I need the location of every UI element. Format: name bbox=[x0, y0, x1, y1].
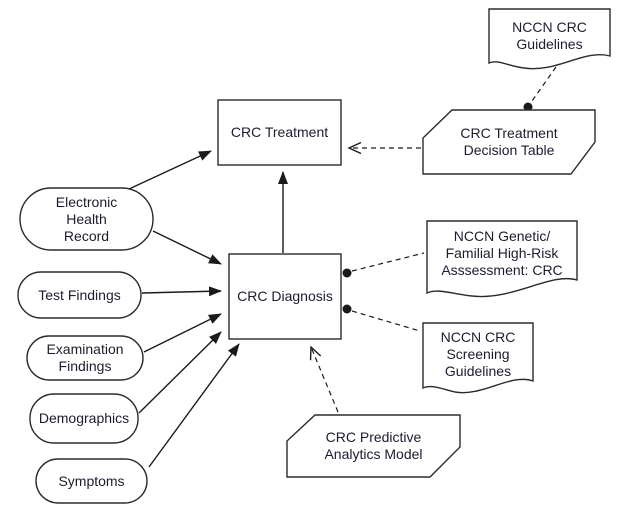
nccn-genetic-document bbox=[426, 220, 578, 298]
edge-test-findings-to-diagnosis bbox=[141, 286, 222, 297]
nccn-screening-document bbox=[422, 322, 534, 394]
edge-ehr-to-diagnosis bbox=[152, 230, 222, 265]
demographics-stadium bbox=[29, 393, 139, 444]
ehr-stadium bbox=[19, 187, 154, 251]
anchor-dot-diagnosis-upper bbox=[342, 268, 352, 278]
crc-diagnosis-box bbox=[228, 253, 342, 340]
edge-symptoms-to-diagnosis bbox=[148, 343, 240, 468]
edge-guidelines-to-decision-table bbox=[531, 66, 557, 102]
predictive-model-card bbox=[286, 414, 461, 478]
edge-examination-findings-to-diagnosis bbox=[143, 313, 222, 353]
edge-ehr-to-treatment bbox=[128, 150, 212, 190]
decision-table-card bbox=[422, 109, 596, 175]
test-findings-stadium bbox=[17, 271, 142, 319]
examination-findings-stadium bbox=[26, 335, 144, 381]
nccn-guidelines-document bbox=[488, 8, 611, 70]
anchor-dot-decision-table bbox=[523, 102, 533, 112]
crc-treatment-box bbox=[217, 99, 342, 166]
edge-demographics-to-diagnosis bbox=[138, 331, 222, 414]
edge-predictive-model-to-diagnosis bbox=[309, 345, 339, 413]
edge-diagnosis-to-screening-guidelines bbox=[351, 310, 421, 332]
symptoms-stadium bbox=[35, 458, 148, 504]
anchor-dot-diagnosis-lower bbox=[342, 304, 352, 314]
edge-diagnosis-to-genetic-assessment bbox=[351, 252, 425, 272]
